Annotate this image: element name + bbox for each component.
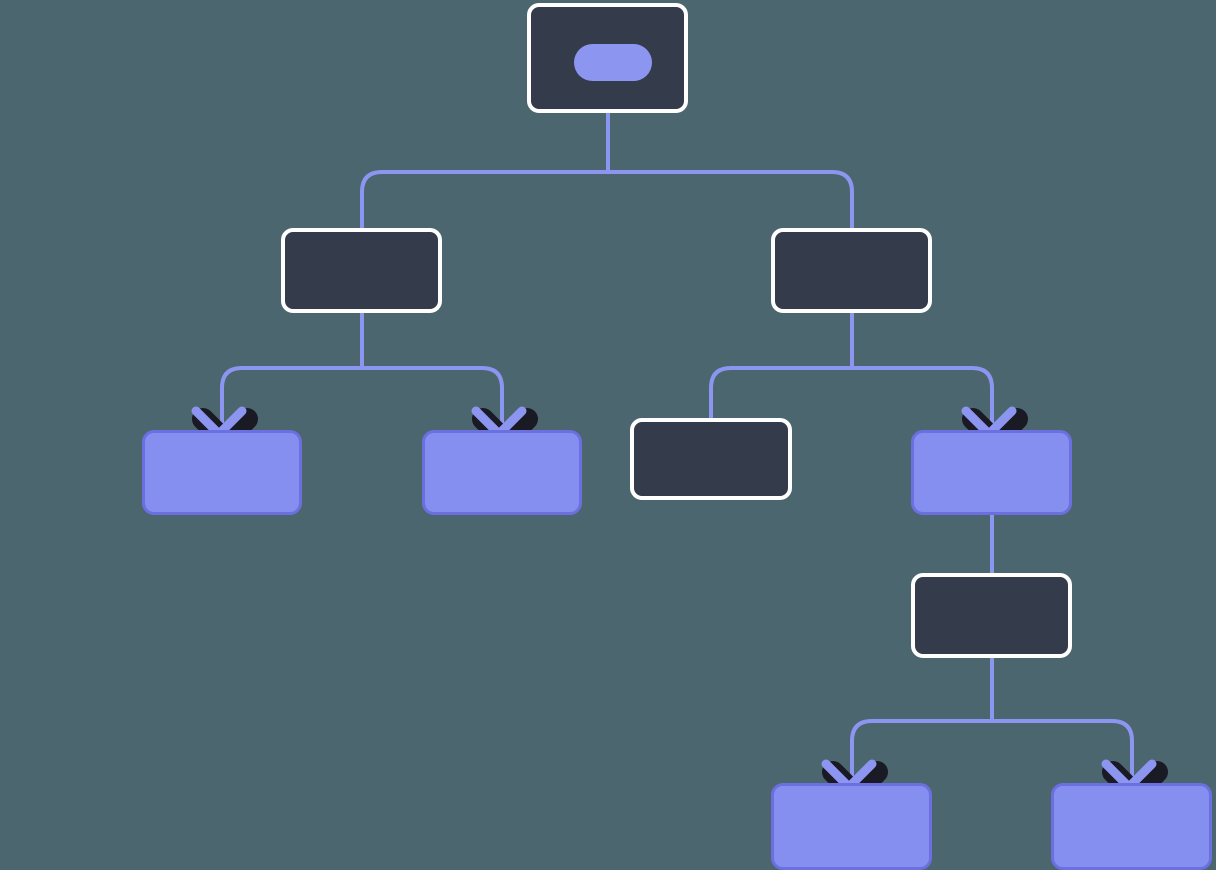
tree-node-l3-d[interactable] (911, 430, 1072, 515)
edge-l4-a-to-l5-b (992, 719, 1134, 785)
edge-l2-right-to-l3-d (852, 366, 994, 432)
tree-node-l4-a[interactable] (911, 573, 1072, 658)
tree-node-l5-a[interactable] (771, 783, 932, 870)
tree-node-l3-a[interactable] (142, 430, 302, 515)
edge-root-to-l2-right (608, 170, 854, 232)
tree-node-l2-right[interactable] (771, 228, 932, 313)
node-pill-indicator (574, 44, 652, 81)
edge-l2-left-to-l3-a (220, 366, 362, 432)
edge-root-to-l2-left (360, 170, 608, 232)
tree-node-root[interactable] (527, 3, 688, 113)
tree-node-l3-b[interactable] (422, 430, 582, 515)
tree-node-l5-b[interactable] (1051, 783, 1212, 870)
edge-l2-left-to-l3-b (362, 366, 504, 432)
edge-l4-a-to-l5-a (850, 719, 992, 785)
tree-node-l3-c[interactable] (630, 418, 792, 500)
edge-l2-right-to-l3-c (709, 366, 852, 420)
tree-node-l2-left[interactable] (281, 228, 442, 313)
